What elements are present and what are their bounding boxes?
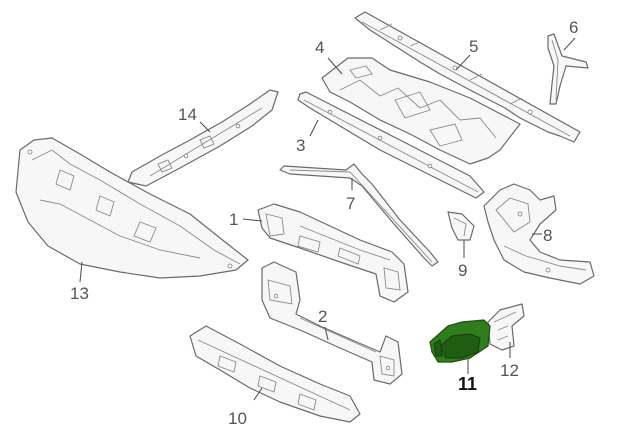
callout-7: 7: [346, 194, 355, 213]
callout-12: 12: [500, 361, 519, 380]
part-5-upper-support-bar: [354, 11, 581, 143]
part-9-small-bracket: [447, 211, 475, 241]
callout-3: 3: [296, 136, 305, 155]
callout-2: 2: [318, 307, 327, 326]
callout-5: 5: [469, 37, 478, 56]
callout-9: 9: [458, 261, 467, 280]
part-1-radiator-support: [257, 203, 409, 303]
part-8-side-carrier: [483, 183, 595, 285]
part-2-lower-support-frame: [261, 261, 403, 385]
callout-labels: 1 2 3 4 5 6 7 8 9 10 11 12 13 14: [70, 18, 578, 428]
callout-8: 8: [543, 226, 552, 245]
part-13-bumper-carrier: [15, 137, 249, 279]
callout-4: 4: [315, 38, 324, 57]
callout-10: 10: [228, 409, 247, 428]
part-6-bracket: [547, 33, 589, 105]
callout-11: 11: [458, 374, 477, 394]
part-14-left-upper-bracket: [127, 89, 279, 187]
callout-13: 13: [70, 284, 89, 303]
part-7-diagonal-brace: [279, 163, 439, 267]
part-11-highlighted: [429, 319, 491, 363]
part-10-lower-beam: [189, 325, 361, 423]
part-12-air-duct: [487, 303, 525, 351]
callout-14: 14: [178, 105, 197, 124]
callout-6: 6: [569, 18, 578, 37]
callout-1: 1: [229, 210, 238, 229]
leader-lines: [79, 37, 576, 401]
part-4-under-shield: [321, 57, 521, 165]
part-3-front-crossmember: [297, 91, 485, 199]
